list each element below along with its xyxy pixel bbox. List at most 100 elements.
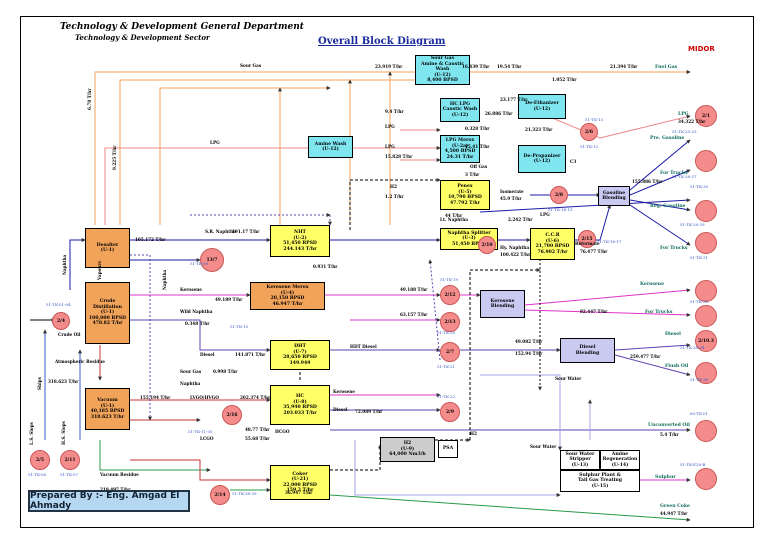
tank-circle-2-7[interactable]: 2/7 — [440, 342, 460, 362]
rate-r35: 72.089 T/hr — [355, 409, 383, 414]
tank-circle-2-6[interactable]: 2/6 — [580, 123, 598, 141]
dept-header: Technology & Development General Departm… — [60, 22, 304, 32]
unit-hc-lpg-wash[interactable]: HC LPG Caustic Wash (U-12) — [440, 98, 480, 122]
unit-desalter[interactable]: Desalter (U-1) — [85, 228, 130, 268]
product-flush-oil: Flush Oil — [665, 364, 689, 369]
flow-naphtha-vertical: Naphtha — [62, 254, 67, 275]
frame — [20, 16, 754, 528]
tank-tag-07: 51-TK-07 — [60, 472, 79, 477]
unit-sour-gas-wash[interactable]: Sour Gas Amine & Caustic Wash (U-12) 8,4… — [415, 55, 470, 85]
unit-hc[interactable]: HC (U-8) 35,940 BPSD 203.033 T/hr — [270, 385, 330, 425]
rate-r38: 155.194 T/hr — [140, 395, 171, 400]
flow-naphtha: Naphtha — [180, 381, 201, 386]
flow-sour-gas: Sour Gas — [240, 63, 262, 68]
unit-penex[interactable]: Penex (U-5) 10,790 BPSD 47.792 T/hr — [440, 180, 490, 210]
rate-r33: 48.77 T/hr — [245, 427, 270, 432]
rate-r19: 3 T/hr — [465, 172, 480, 177]
rate-r43-vertical: 9.225 T/hr — [112, 145, 117, 170]
flow-crude-oil: Crude Oil — [58, 332, 81, 337]
unit-ccr[interactable]: C.C.R (U-6) 21,700 BPSD 76.902 T/hr — [530, 228, 575, 260]
product-circle-sulphur[interactable] — [695, 468, 717, 490]
tank-tag-36: 51-TK-36 — [690, 377, 709, 382]
product-kerosene: Kerosene — [640, 282, 665, 287]
unit-psa[interactable]: PSA — [438, 440, 458, 458]
product-kerosene-trucks: For Trucks — [645, 310, 673, 315]
tank-tag-01-04: 51-TK-01-04 — [46, 302, 71, 307]
unit-amine-regeneration[interactable]: Amine Regeneration (U-14) — [600, 450, 640, 470]
rate-r42-vertical: 6.78 T/hr — [87, 88, 92, 110]
flow-h2-2: H2 — [470, 431, 477, 436]
unit-kerosene-blending[interactable]: Kerosene Blending — [480, 290, 525, 318]
unit-dht[interactable]: DHT (U-7) 28,650 BPSD 149.949 — [270, 340, 330, 370]
product-circle-prm-gas[interactable] — [695, 150, 717, 172]
unit-kerosene-merox[interactable]: Kerosene Merox (U-4) 20,150 BPSD 46.947 … — [250, 282, 325, 310]
tank-circle-2-13[interactable]: 2/13 — [440, 312, 460, 332]
unit-h2[interactable]: H2 (U-9) 64,000 Nm3/h — [380, 437, 435, 462]
tank-circle-2-16[interactable]: 2/16 — [222, 405, 242, 425]
unit-gasoline-blending[interactable]: Gasoline Blending — [598, 186, 630, 206]
product-circle-unconverted[interactable] — [695, 420, 717, 442]
flow-h2: H2 — [390, 184, 397, 189]
tank-circle-2-1[interactable]: 2/1 — [695, 105, 717, 127]
tank-circle-2-15[interactable]: 2/15 — [578, 230, 596, 248]
unit-sulphur-plant[interactable]: Sulphur Plant & Tail Gas Treating (U-15) — [560, 470, 640, 492]
tank-circle-2-5[interactable]: 2/5 — [30, 450, 50, 470]
rate-r30: 141.871 T/hr — [235, 352, 266, 357]
rate-r22: 49.189 T/hr — [215, 297, 243, 302]
product-prm-gasoline: Pre. Gasoline — [650, 136, 685, 141]
tank-tag-25-23: 51-TK-25-23 — [672, 129, 697, 134]
unit-vacuum[interactable]: Vacuum (U-1) 40,185 BPSD 318.623 T/hr — [85, 388, 130, 430]
unit-nht[interactable]: NHT (U-2) 51,450 BPSD 244.143 T/hr — [270, 225, 330, 257]
rate-r25: 63.157 T/hr — [400, 312, 428, 317]
tank-tag-33: 51-TK-33 — [690, 299, 709, 304]
rate-r11: 15.828 T/hr — [385, 154, 413, 159]
rate-sour-gas-wash: 23.919 T/hr — [375, 64, 403, 69]
unit-lpg-merox[interactable]: LPG Merox (U-2a) 4,500 BPSD 24.31 T/hr — [440, 135, 480, 163]
unit-diesel-blending[interactable]: Diesel Blending — [560, 338, 615, 363]
rate-r4: 19.54 T/hr — [497, 64, 522, 69]
tank-circle-2-9[interactable]: 2/9 — [440, 402, 460, 422]
product-sulphur: Sulphur — [655, 475, 676, 480]
tank-circle-2-12[interactable]: 2/12 — [440, 285, 460, 305]
unit-deethanizer[interactable]: De-Ethanizer (U-12) — [518, 94, 566, 119]
flow-hcgo: HCGO — [275, 429, 290, 434]
tank-tag-60-01: 60-TK-01 — [690, 411, 709, 416]
product-circle-kerosene-2[interactable] — [695, 305, 717, 327]
tank-circle-2-14[interactable]: 2/14 — [210, 485, 230, 505]
product-circle-kerosene[interactable] — [695, 280, 717, 302]
unit-crude-distillation[interactable]: Crude Distillation (U-1) 100,000 BPSD 47… — [85, 282, 130, 344]
flow-sour-water: Sour Water — [555, 376, 582, 381]
product-prm-gasoline-trucks: For Trucks — [660, 171, 688, 176]
rate-r3: 16.439 T/hr — [462, 64, 490, 69]
rate-r6: 23.177 T/hr — [500, 97, 528, 102]
tank-circle-2-4[interactable]: 2/4 — [52, 312, 70, 330]
tank-tag-06: 51-TK-06 — [28, 472, 47, 477]
rate-r9: 9.4 T/hr — [385, 109, 404, 114]
unit-depropanizer[interactable]: De-Propanizer (U-12) — [518, 145, 566, 173]
tank-circle-2-10-3[interactable]: 2/10.3 — [695, 330, 717, 352]
rate-r39: 219.497 T/hr — [100, 487, 130, 492]
tank-tag-26-27: 51-TK-26-27 — [672, 174, 697, 179]
rate-r18: 105.172 T/hr — [135, 237, 166, 242]
product-circle-reg-gas-2[interactable] — [695, 232, 717, 254]
product-circle-flush[interactable] — [695, 362, 717, 384]
flow-off-gas: Off Gas — [470, 164, 488, 169]
tank-circle-2-10[interactable]: 2/10 — [478, 236, 496, 254]
unit-coker[interactable]: Coker (U-21) 22,000 BPSD 159.2 T/hr — [270, 465, 330, 500]
flow-vapours-vertical: Vapours — [97, 261, 102, 280]
sour-gas-line — [94, 70, 691, 225]
tank-tag-14-15: 51-TK-14-15 — [548, 207, 573, 212]
tank-circle-2-11[interactable]: 2/11 — [60, 450, 80, 470]
unit-sour-water-stripper[interactable]: Sour Water Stripper (U-13) — [560, 450, 600, 470]
rate-r44: 34.322 T/hr — [678, 119, 706, 124]
tank-tag-09: 51-TK-09 — [190, 261, 209, 266]
tank-tag-16-17: 51-TK-16-17 — [597, 239, 622, 244]
tank-tag-21: 51-TK-21 — [437, 364, 456, 369]
unit-amine-wash[interactable]: Amine Wash (U-12) — [308, 136, 353, 158]
product-circle-reg-gas[interactable] — [695, 200, 717, 222]
tank-circle-2-8[interactable]: 2/8 — [550, 186, 568, 204]
tank-circle-13-7[interactable]: 13/7 — [200, 248, 224, 272]
rate-r41: 44.947 T/hr — [660, 511, 688, 516]
tank-tag-13: 51-TK-13 — [585, 117, 604, 122]
